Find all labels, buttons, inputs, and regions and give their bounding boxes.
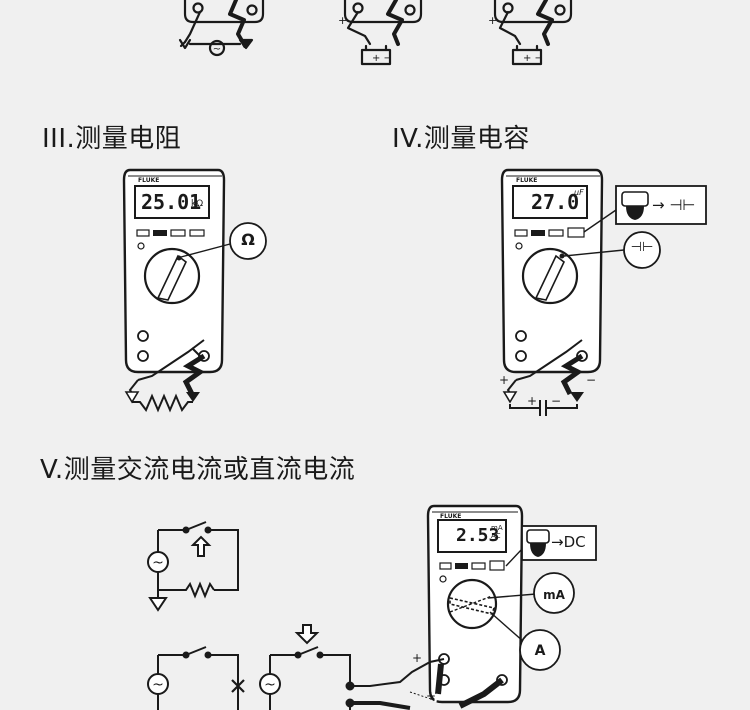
heading-capacitance: IV.测量电容 bbox=[392, 124, 530, 154]
resistance-brand: FLUKE bbox=[138, 177, 160, 184]
current-unit-block: mA AC bbox=[491, 524, 503, 540]
amp-dial-symbol: A bbox=[534, 643, 546, 659]
resistance-reading: 25.01 bbox=[141, 190, 202, 214]
cap-plus-label: + bbox=[499, 373, 509, 387]
resistance-meter bbox=[122, 168, 267, 413]
polarity-plus-top-3: + bbox=[488, 14, 497, 27]
battery-polarity-2: + − bbox=[372, 53, 392, 64]
ac-source-1: ~ bbox=[152, 555, 164, 571]
top-meter-3 bbox=[493, 0, 573, 66]
milliamp-dial-symbol: mA bbox=[543, 588, 565, 602]
battery-polarity-3: + − bbox=[523, 53, 543, 64]
capacitance-meter bbox=[500, 168, 707, 416]
current-meter bbox=[352, 504, 597, 710]
ohm-dial-symbol: Ω bbox=[241, 230, 255, 249]
capacitance-select-callout: → ⊣⊢ bbox=[652, 196, 696, 214]
heading-resistance: III.测量电阻 bbox=[42, 124, 182, 154]
capacitor-dial-symbol: ⊣⊢ bbox=[630, 240, 654, 255]
current-unit-top: mA bbox=[491, 524, 503, 532]
capacitance-brand: FLUKE bbox=[516, 177, 538, 184]
current-plus-label-2: + bbox=[426, 689, 436, 703]
ac-source-3: ~ bbox=[264, 677, 276, 693]
polarity-plus-top-2: + bbox=[338, 14, 347, 27]
current-brand: FLUKE bbox=[440, 513, 462, 520]
resistance-unit: kΩ bbox=[191, 199, 204, 209]
ac-source-symbol: ~ bbox=[213, 44, 221, 55]
cap-plus-label-2: + bbox=[527, 394, 537, 408]
cap-minus-label-2: − bbox=[551, 394, 561, 408]
current-plus-label: + bbox=[412, 651, 422, 665]
capacitance-reading: 27.0 bbox=[531, 190, 580, 214]
cap-minus-label: − bbox=[586, 373, 596, 387]
top-meter-2 bbox=[343, 0, 423, 66]
ac-source-2: ~ bbox=[152, 677, 164, 693]
heading-current: V.测量交流电流或直流电流 bbox=[40, 455, 356, 485]
current-select-callout: →DC bbox=[551, 533, 586, 551]
current-circuits bbox=[147, 521, 355, 710]
top-meter-1 bbox=[178, 0, 265, 57]
capacitance-unit: µF bbox=[574, 188, 584, 197]
current-reading: 2.53 bbox=[456, 525, 500, 546]
current-unit-bottom: AC bbox=[491, 532, 501, 540]
